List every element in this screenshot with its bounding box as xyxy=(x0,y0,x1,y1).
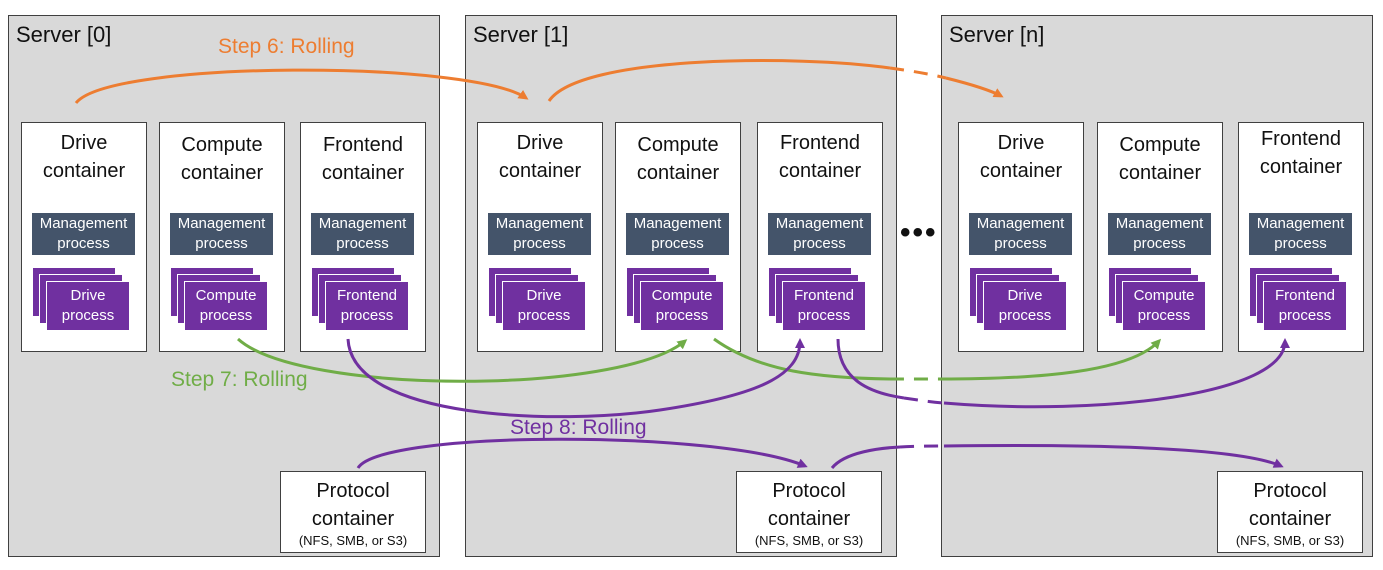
frontend-container: Frontend container Management process Fr… xyxy=(300,122,426,352)
compute-process: Compute process xyxy=(640,281,724,331)
management-process: Management process xyxy=(969,213,1072,255)
container-title: Frontend container xyxy=(778,132,862,182)
container-title: Compute container xyxy=(1118,134,1202,184)
process-stack: Compute process xyxy=(1108,267,1218,343)
frontend-process: Frontend process xyxy=(782,281,866,331)
drive-process: Drive process xyxy=(502,281,586,331)
management-process: Management process xyxy=(170,213,273,255)
container-title: Drive container xyxy=(979,132,1063,182)
step6-arrow-1-to-n-dashed xyxy=(889,66,947,80)
compute-container: Compute container Management process Com… xyxy=(159,122,285,352)
step8-protocol-arrow-1-to-n-dashed xyxy=(899,444,945,449)
frontend-process: Frontend process xyxy=(1263,281,1347,331)
server-title: Server [1] xyxy=(473,22,569,47)
container-title: Compute container xyxy=(636,134,720,184)
process-stack: Drive process xyxy=(32,267,142,343)
container-title: Frontend container xyxy=(321,134,405,184)
frontend-container: Frontend container Management process Fr… xyxy=(1238,122,1364,352)
drive-container: Drive container Management process Drive… xyxy=(958,122,1084,352)
frontend-process: Frontend process xyxy=(325,281,409,331)
protocol-title: Protocol container xyxy=(311,480,395,530)
protocol-container: Protocol container (NFS, SMB, or S3) xyxy=(736,471,882,553)
server-title: Server [0] xyxy=(16,22,112,47)
management-process: Management process xyxy=(311,213,414,255)
container-title: Compute container xyxy=(180,134,264,184)
management-process: Management process xyxy=(1108,213,1211,255)
management-process: Management process xyxy=(488,213,591,255)
server-title: Server [n] xyxy=(949,22,1045,47)
protocol-title: Protocol container xyxy=(767,480,851,530)
server-0: Server [0] Drive container Management pr… xyxy=(8,15,440,557)
management-process: Management process xyxy=(768,213,871,255)
protocol-title: Protocol container xyxy=(1248,480,1332,530)
container-title: Drive container xyxy=(42,132,126,182)
compute-container: Compute container Management process Com… xyxy=(1097,122,1223,352)
process-stack: Compute process xyxy=(170,267,280,343)
management-process: Management process xyxy=(32,213,135,255)
container-title: Frontend container xyxy=(1259,128,1343,178)
compute-container: Compute container Management process Com… xyxy=(615,122,741,352)
server-1: Server [1] Drive container Management pr… xyxy=(465,15,897,557)
process-stack: Frontend process xyxy=(311,267,421,343)
protocol-container: Protocol container (NFS, SMB, or S3) xyxy=(1217,471,1363,553)
container-title: Drive container xyxy=(498,132,582,182)
server-n: Server [n] Drive container Management pr… xyxy=(941,15,1373,557)
step6-label: Step 6: Rolling xyxy=(218,35,355,58)
step8-frontend-arrow-1-to-n-dashed xyxy=(903,396,945,405)
more-servers-ellipsis: ••• xyxy=(900,216,938,249)
drive-container: Drive container Management process Drive… xyxy=(477,122,603,352)
step7-label: Step 7: Rolling xyxy=(171,368,308,391)
drive-process: Drive process xyxy=(983,281,1067,331)
protocol-subtitle: (NFS, SMB, or S3) xyxy=(298,533,408,548)
compute-process: Compute process xyxy=(184,281,268,331)
drive-process: Drive process xyxy=(46,281,130,331)
process-stack: Compute process xyxy=(626,267,736,343)
frontend-container: Frontend container Management process Fr… xyxy=(757,122,883,352)
protocol-subtitle: (NFS, SMB, or S3) xyxy=(1235,533,1345,548)
step8-label: Step 8: Rolling xyxy=(510,416,647,439)
drive-container: Drive container Management process Drive… xyxy=(21,122,147,352)
process-stack: Drive process xyxy=(488,267,598,343)
management-process: Management process xyxy=(626,213,729,255)
process-stack: Frontend process xyxy=(768,267,878,343)
process-stack: Frontend process xyxy=(1249,267,1359,343)
process-stack: Drive process xyxy=(969,267,1079,343)
compute-process: Compute process xyxy=(1122,281,1206,331)
protocol-container: Protocol container (NFS, SMB, or S3) xyxy=(280,471,426,553)
management-process: Management process xyxy=(1249,213,1352,255)
protocol-subtitle: (NFS, SMB, or S3) xyxy=(754,533,864,548)
